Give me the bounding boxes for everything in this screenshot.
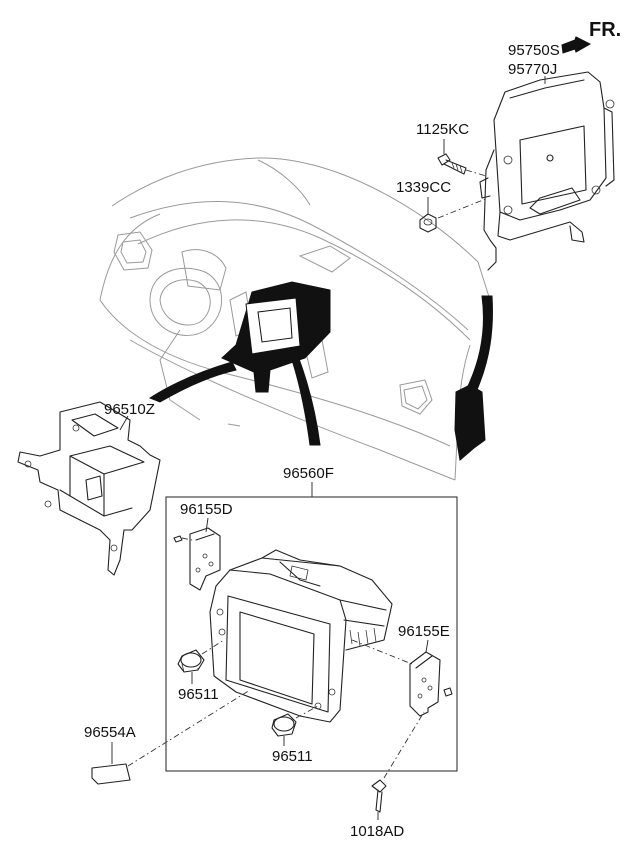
front-label: FR. [589, 19, 621, 41]
label-95750S: 95750S [508, 42, 560, 59]
bracket-96510Z-leader [119, 415, 129, 431]
bracket-96155D-dash [181, 537, 193, 541]
head-unit-96560F[interactable] [209, 549, 393, 723]
label-95770J: 95770J [508, 61, 557, 78]
dashboard-outline [99, 157, 491, 481]
front-arrow-icon [561, 36, 592, 54]
bracket-96155E-leader [425, 639, 429, 653]
swoosh-arrow-center [291, 355, 321, 446]
bolt-1125KC[interactable] [437, 153, 467, 175]
card-96554A[interactable] [91, 763, 131, 785]
front-direction-indicator: FR. [561, 19, 621, 54]
screw-dash-line [383, 711, 425, 779]
head-unit-callout-box [165, 496, 458, 772]
knob-left-dash [201, 639, 225, 655]
label-1339CC: 1339CC [396, 179, 451, 196]
knob-96511-left[interactable] [177, 649, 205, 673]
label-96510Z: 96510Z [104, 401, 155, 418]
bolt-dash-line [465, 169, 487, 177]
bracket-96155E-dash [351, 639, 413, 665]
label-96511-lower: 96511 [272, 748, 313, 765]
label-96155D: 96155D [180, 501, 233, 518]
bracket-96510Z[interactable] [17, 401, 161, 576]
label-96560F: 96560F [283, 465, 334, 482]
swoosh-arrow-left [148, 361, 237, 403]
swoosh-arrow-right [467, 295, 493, 393]
label-96155E: 96155E [398, 623, 450, 640]
bracket-96155E[interactable] [409, 651, 453, 717]
label-96554A: 96554A [84, 724, 136, 741]
label-1018AD: 1018AD [350, 823, 404, 840]
installed-head-unit-silhouette [221, 281, 331, 393]
screw-1018AD[interactable] [371, 779, 387, 813]
controller-module[interactable] [479, 71, 615, 271]
knob-lower-dash [295, 705, 319, 719]
bracket-96155D-leader [205, 517, 209, 533]
installed-controller-silhouette [454, 384, 486, 461]
nut-dash-line [437, 197, 489, 219]
card-dash-line [127, 689, 251, 767]
knob-96511-lower[interactable] [271, 713, 297, 737]
label-1125KC: 1125KC [416, 121, 469, 138]
label-96511-left: 96511 [178, 686, 219, 703]
bracket-96155D[interactable] [173, 527, 221, 591]
